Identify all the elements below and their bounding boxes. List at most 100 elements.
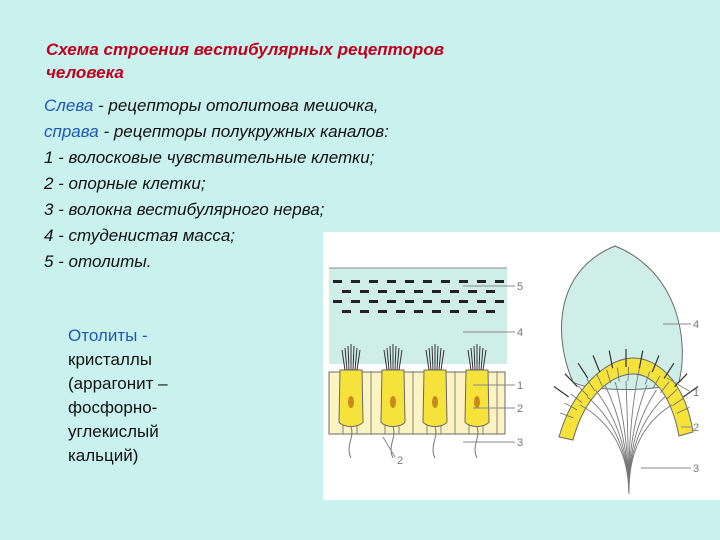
otolith-crystal — [441, 280, 450, 283]
legend-item: 2 - опорные клетки; — [44, 174, 206, 193]
crista-cell-border — [560, 412, 574, 419]
stereocilium — [470, 347, 474, 371]
otolith-crystal — [450, 310, 459, 313]
otolith-crystal — [423, 280, 432, 283]
nerve-fibers-right — [579, 380, 673, 495]
crista-cell-border — [636, 368, 640, 383]
stereocilium — [347, 345, 350, 371]
nerve-fiber — [348, 426, 353, 459]
stereocilium — [480, 347, 484, 371]
otolith-crystal — [432, 290, 441, 293]
otolith-crystal — [360, 310, 369, 313]
stereocilium — [344, 347, 348, 371]
otolith-crystal — [369, 280, 378, 283]
label-3: 3 — [517, 437, 523, 449]
left-callouts — [382, 285, 515, 458]
crista-cell-border — [672, 397, 685, 407]
receptor-figure: 5 4 1 2 3 2 4 1 2 3 — [323, 232, 720, 500]
stereocilium — [356, 349, 361, 371]
otolith-crystal — [423, 300, 432, 303]
stereocilium — [478, 345, 481, 371]
nerve-fiber — [390, 426, 395, 459]
crista-hair-bundle — [592, 355, 601, 373]
stereocilium — [425, 349, 430, 371]
label-1: 1 — [517, 380, 523, 392]
otolith-crystal — [387, 300, 396, 303]
crista-epithelium — [558, 357, 694, 441]
note-line: кристаллы — [68, 350, 152, 369]
crista-cell-border — [564, 402, 578, 411]
stereocilium — [389, 345, 392, 371]
label-3-right: 3 — [693, 463, 699, 475]
legend-right-row: справа - рецепторы полукружных каналов: — [44, 119, 604, 145]
note-line: (аррагонит – — [68, 374, 168, 393]
stereocilium — [394, 345, 397, 371]
crista-cell-border — [570, 393, 583, 403]
legend-left-row: Слева - рецепторы отолитова мешочка, — [44, 93, 604, 119]
label-4-right: 4 — [693, 319, 699, 331]
otolith-crystal — [414, 290, 423, 293]
otolith-crystal — [405, 280, 414, 283]
hair-cell-nucleus — [390, 396, 396, 408]
stereocilium — [467, 349, 472, 371]
note-line: углекислый — [68, 422, 159, 441]
otolith-crystal — [360, 290, 369, 293]
otolith-crystal — [495, 300, 504, 303]
otolith-crystal — [342, 310, 351, 313]
crista-cell-border — [586, 378, 596, 391]
otolith-crystal — [351, 300, 360, 303]
otolith-crystal — [441, 300, 450, 303]
hair-cell-nucleus — [348, 396, 354, 408]
otolith-crystal — [351, 280, 360, 283]
stereocilium — [436, 345, 439, 371]
stereocilium — [352, 345, 355, 371]
note-line: Отолиты - — [68, 326, 148, 345]
legend: Слева - рецепторы отолитова мешочка, спр… — [44, 93, 604, 275]
crista-hair-bundle — [674, 373, 688, 388]
legend-right-word: справа — [44, 122, 99, 141]
stereocilium — [440, 349, 445, 371]
legend-left-text: - рецепторы отолитова мешочка, — [93, 96, 379, 115]
crista-hair-bundle — [553, 386, 570, 398]
stereocilium — [386, 347, 390, 371]
otolith-crystal — [477, 280, 486, 283]
title-line-1: Схема строения вестибулярных рецепторов — [46, 40, 444, 59]
crista-hair-bundle — [564, 373, 578, 388]
otolith-crystal — [342, 290, 351, 293]
right-callouts — [641, 323, 692, 469]
legend-item: 3 - волокна вестибулярного нерва; — [44, 200, 325, 219]
crista-cell-border — [660, 381, 670, 394]
crista-hair-bundle — [663, 362, 675, 379]
crista-hair-bundles — [553, 349, 699, 398]
otolith-crystal — [378, 310, 387, 313]
note-line: фосфорно- — [68, 398, 158, 417]
label-1-right: 1 — [693, 387, 699, 399]
crista-hair-bundle — [651, 355, 660, 373]
crista-cell-border — [666, 388, 678, 400]
title-line-2: человека — [46, 63, 124, 82]
otolith-crystal — [495, 280, 504, 283]
otolith-crystal — [450, 290, 459, 293]
diagram-title: Схема строения вестибулярных рецепторов … — [46, 38, 646, 84]
otolith-crystal — [468, 310, 477, 313]
crista-hair-bundle — [577, 362, 589, 379]
otolith-crystal — [405, 300, 414, 303]
otolith-crystal — [369, 300, 378, 303]
otolith-crystal — [378, 290, 387, 293]
label-4: 4 — [517, 327, 523, 339]
crista-cell-border — [596, 373, 603, 387]
stereocilium — [383, 349, 388, 371]
crista-illustration — [553, 245, 699, 495]
stereocilium — [341, 349, 346, 371]
label-2-bottom: 2 — [397, 455, 403, 467]
crista-cell-border — [606, 369, 611, 384]
crista-cell-border — [617, 367, 620, 382]
stereocilium — [398, 349, 403, 371]
crista-cell-border — [676, 407, 690, 414]
crista-nerve-fiber — [628, 396, 666, 495]
hair-cell-nucleus — [474, 396, 480, 408]
otolith-note: Отолиты - кристаллы (аррагонит – фосфорн… — [68, 324, 248, 468]
legend-item: 5 - отолиты. — [44, 252, 152, 271]
legend-right-text: - рецепторы полукружных каналов: — [98, 122, 389, 141]
